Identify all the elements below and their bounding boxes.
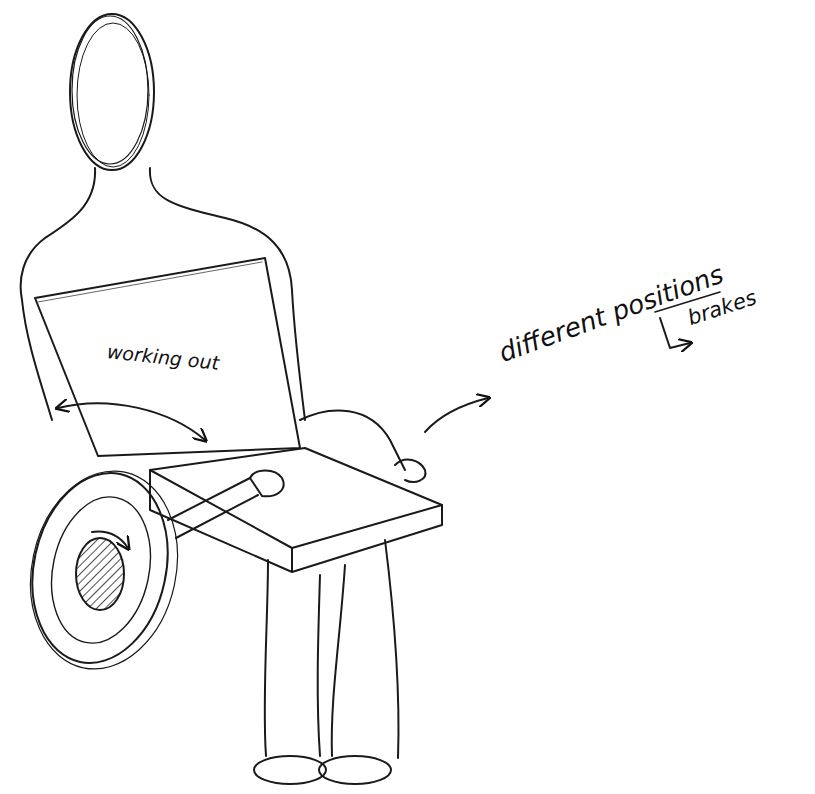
leg	[332, 540, 399, 758]
hook-arrow	[660, 318, 690, 348]
armrest	[300, 410, 405, 470]
pointer-arrow	[425, 398, 488, 432]
axle-bar	[168, 478, 258, 538]
foot	[319, 756, 391, 784]
hand	[250, 471, 284, 497]
chair-seat	[150, 470, 442, 572]
hand	[395, 460, 425, 482]
leg	[265, 560, 320, 756]
head	[70, 14, 154, 170]
chair-back	[38, 262, 262, 302]
annotation-label: working out	[106, 340, 220, 374]
chair-seat	[150, 448, 442, 548]
motion-arrow	[58, 403, 205, 440]
torso-outline	[150, 168, 305, 420]
wheel	[13, 457, 195, 683]
foot	[254, 756, 326, 784]
rotation-arrow	[92, 532, 128, 548]
chair-back	[35, 258, 300, 456]
